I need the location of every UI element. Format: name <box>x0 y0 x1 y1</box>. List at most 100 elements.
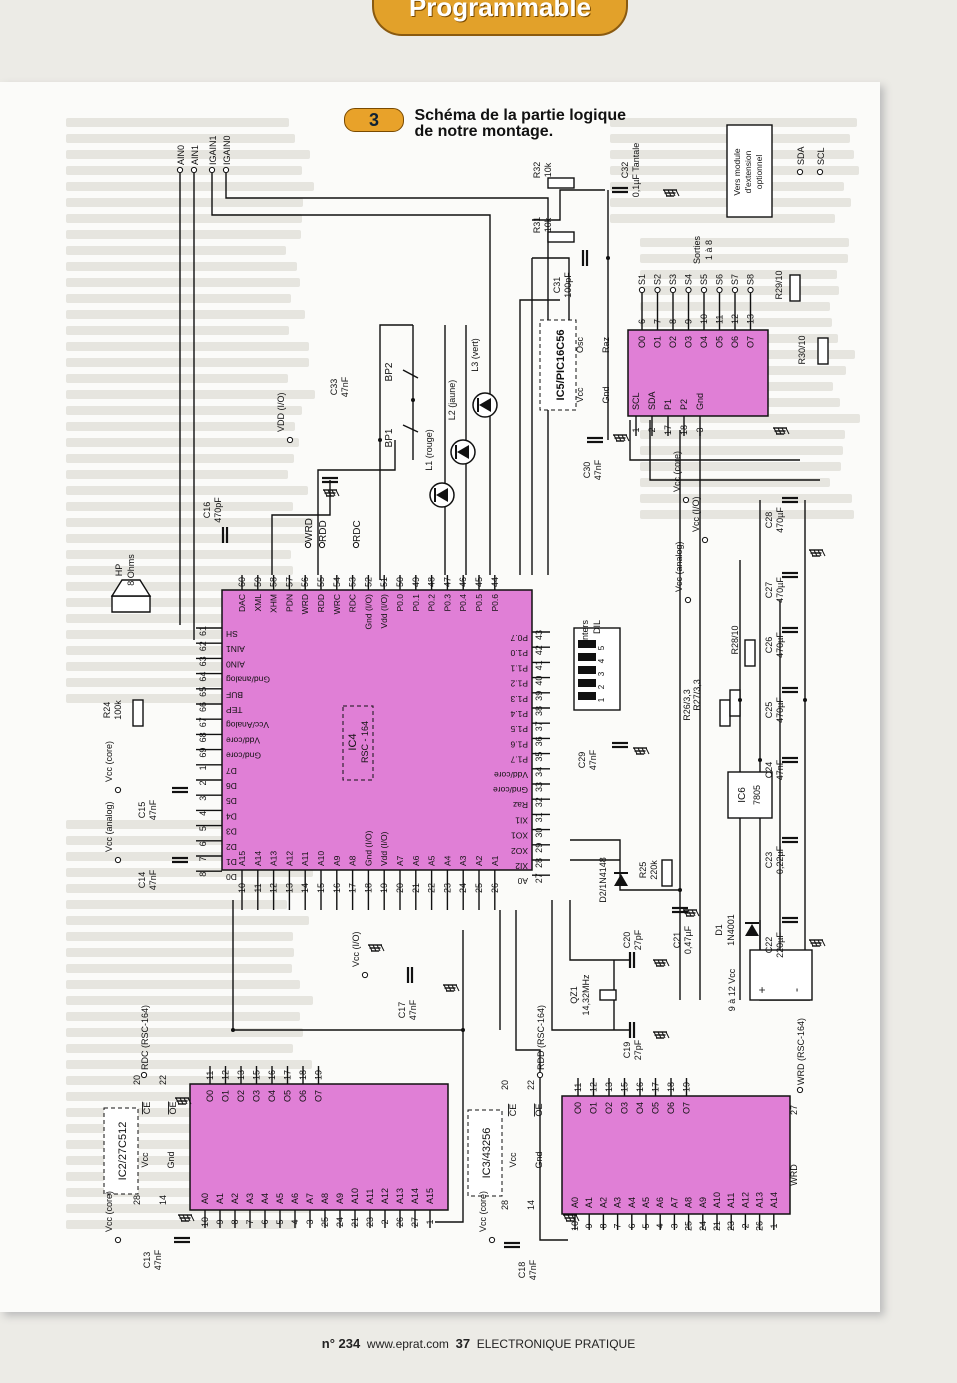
ic4-pin-label: AIN0 <box>226 659 245 669</box>
cap-name: C24 <box>764 762 774 779</box>
ic4-ref: RSC - 164 <box>360 721 370 763</box>
ic5-pin-label: O6 <box>730 336 740 348</box>
qz1-crystal <box>600 990 616 1000</box>
ic3-pin-number: 28 <box>500 1200 510 1210</box>
cap-name: C18 <box>517 1262 527 1279</box>
ic4-pin-label: A13 <box>269 851 279 866</box>
cap-name: C33 <box>329 379 339 396</box>
ic4-pin-number: 7 <box>198 856 208 861</box>
dip-lever <box>578 679 596 687</box>
cap-name: C31 <box>552 277 562 294</box>
ground-symbol <box>773 428 789 434</box>
ic2-pin-number: 17 <box>283 1070 293 1080</box>
ic3-pin-number: 1 <box>769 1223 779 1228</box>
ic4-pin-number: 39 <box>534 691 544 701</box>
r31-resistor <box>548 232 574 242</box>
ground-symbol <box>653 1032 669 1038</box>
rail-vcc-analog: Vcc (analog) <box>104 801 114 852</box>
ic5-pin-label: SCL <box>631 392 641 410</box>
ground-symbol <box>178 1215 194 1221</box>
ic3-pin-number: 10 <box>570 1221 580 1231</box>
ic4-pin-number: 48 <box>427 577 437 587</box>
cap-name: C20 <box>622 932 632 949</box>
cap-name: C32 <box>620 162 630 179</box>
ic4-pin-number: 45 <box>474 577 484 587</box>
terminal <box>797 169 802 174</box>
ic4-pin-label: P0.3 <box>442 594 452 612</box>
ic5-output-label: S2 <box>653 274 663 285</box>
ground-symbol <box>653 960 669 966</box>
resistor-name: R31 <box>532 217 542 234</box>
ic4-pin-label: Vcc/Analog <box>226 720 269 730</box>
ic2-pin-label: A15 <box>425 1188 435 1204</box>
ic4-pin-number: 53 <box>348 577 358 587</box>
ic3-pin-label: A2 <box>598 1197 608 1208</box>
ic2-pin-number: 15 <box>252 1070 262 1080</box>
signal-scl: SCL <box>816 147 826 165</box>
ic4-pin-number: 11 <box>253 883 263 892</box>
ic4-pin-label: Gnd (I/O) <box>363 830 373 866</box>
rail-vcc-core: Vcc (core) <box>104 741 114 782</box>
ic4-pin-label: A7 <box>395 855 405 866</box>
cap-value: 470µF <box>775 577 785 603</box>
wire <box>532 190 605 220</box>
ic3-pin-label: A6 <box>655 1197 665 1208</box>
ic4-pin-label: D4 <box>226 811 237 821</box>
ic3-pin-label: OE <box>534 1103 544 1116</box>
ic4-pin-label: XO2 <box>511 846 528 856</box>
ic3-pin-label: Gnd <box>534 1151 544 1168</box>
ic4-pin-label: TEP <box>226 705 243 715</box>
wire <box>552 900 630 1030</box>
junction-dot <box>606 256 610 260</box>
dip-sub: DIL <box>592 620 602 634</box>
cap-value: 47nF <box>528 1259 538 1280</box>
cap-value: 0,22µF <box>775 845 785 874</box>
magazine-name: ELECTRONIQUE PRATIQUE <box>477 1337 635 1351</box>
extension-label: Vers module <box>732 148 742 196</box>
ic3-pin-number: 4 <box>655 1223 665 1228</box>
r26-resistor <box>720 700 730 726</box>
ic5-pin-number: 2 <box>647 427 657 432</box>
ic2-pin-number: 20 <box>132 1075 142 1085</box>
cap-name: C27 <box>764 582 774 599</box>
ic4-pin-number: 33 <box>534 782 544 792</box>
cap-name: C21 <box>672 932 682 949</box>
ic5-pin-label: P1 <box>663 399 673 410</box>
ic4-pin-number: 25 <box>474 883 484 893</box>
terminal <box>209 167 214 172</box>
junction-dot <box>231 1028 235 1032</box>
ic4-name: IC4 <box>347 733 359 750</box>
signal-wrd: WRD <box>304 518 315 542</box>
ic3-pin-number: 22 <box>526 1080 536 1090</box>
resistor-value: 10k <box>543 162 553 177</box>
bp1-label: BP1 <box>384 428 395 447</box>
ic3-pin-label: A7 <box>669 1197 679 1208</box>
ic2-pin-label: A5 <box>275 1193 285 1204</box>
ic4-pin-label: A5 <box>427 855 437 866</box>
terminal <box>639 287 644 292</box>
ic4-pin-number: 37 <box>534 721 544 731</box>
ic3-pin-number: 23 <box>726 1221 736 1231</box>
cap-name: C23 <box>764 852 774 869</box>
dip-name: Inters <box>580 620 590 643</box>
ic4-pin-label: D6 <box>226 781 237 791</box>
ic5-pin-label: O3 <box>684 336 694 348</box>
ic4-pin-number: 10 <box>237 883 247 893</box>
ic4-pin-label: Gnd (I/O) <box>363 594 373 630</box>
ic2-pin-label: A2 <box>230 1193 240 1204</box>
rail-vcc-io: Vcc (I/O) <box>351 931 361 967</box>
ic4-pin-number: 16 <box>332 883 342 893</box>
terminal <box>191 167 196 172</box>
ic4-pin-label: P1.2 <box>510 679 528 689</box>
terminal <box>115 857 120 862</box>
ic4-pin-label: A6 <box>411 855 421 866</box>
ic4-pin-number: 41 <box>534 660 544 670</box>
cap-name: C22 <box>764 937 774 954</box>
ic3-pin-number: 14 <box>526 1200 536 1210</box>
ic4-pin-label: Gnd/core <box>226 751 261 761</box>
ic4-pin-label: P1.3 <box>510 694 528 704</box>
ic5-pin-label: O7 <box>746 336 756 348</box>
ic4-pin-label: XML <box>253 594 263 612</box>
ic4-pin-label: P1.1 <box>510 663 528 673</box>
